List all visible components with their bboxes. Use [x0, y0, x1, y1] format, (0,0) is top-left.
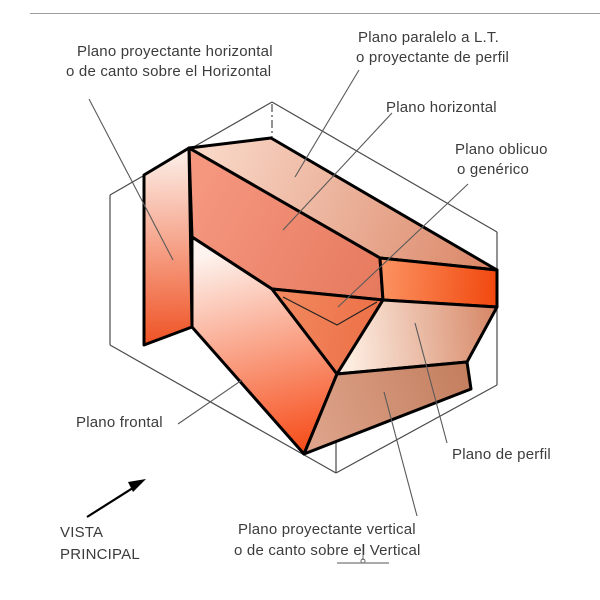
label-oblicuo-line1: Plano oblicuo — [455, 141, 548, 158]
vista-principal-arrow-shaft — [86, 485, 137, 518]
label-vista-line2: PRINCIPAL — [60, 546, 140, 563]
label-perfil: Plano de perfil — [452, 446, 551, 463]
label-paralelo-lt-line1: Plano paralelo a L.T. — [358, 29, 499, 46]
leader-horizontal — [282, 112, 393, 231]
leader-proyectante-horizontal — [88, 98, 174, 261]
leader-paralelo-lt — [294, 69, 360, 178]
leader-proyectante-vertical — [383, 391, 418, 517]
top-rule — [30, 13, 600, 14]
bounding-box-edge — [271, 101, 498, 233]
bounding-box-edge — [335, 384, 498, 474]
vista-principal-arrow-head-icon — [128, 479, 146, 492]
label-proyectante-vertical-line1: Plano proyectante vertical — [238, 521, 416, 538]
leader-frontal — [177, 379, 243, 425]
leader-perfil — [414, 322, 448, 444]
face-plano-proyectante-vertical — [302, 360, 473, 456]
label-vista-line1: VISTA — [60, 524, 104, 541]
leader-oblicuo — [337, 183, 469, 308]
label-proyectante-vertical-line2: o de canto sobre el Vertical — [234, 542, 421, 559]
face-plano-proyectante-horizontal — [142, 146, 194, 347]
label-proyectante-horizontal-line1: Plano proyectante horizontal — [77, 43, 273, 60]
oblique-face-fold-mark — [282, 296, 378, 326]
label-frontal: Plano frontal — [76, 414, 163, 431]
label-proyectante-horizontal-line2: o de canto sobre el Horizontal — [66, 63, 272, 80]
label-oblicuo-line2: o genérico — [457, 161, 530, 178]
label-horizontal: Plano horizontal — [386, 99, 497, 116]
bounding-box-edge — [109, 344, 337, 474]
label-paralelo-lt-line2: o proyectante de perfil — [356, 49, 510, 66]
